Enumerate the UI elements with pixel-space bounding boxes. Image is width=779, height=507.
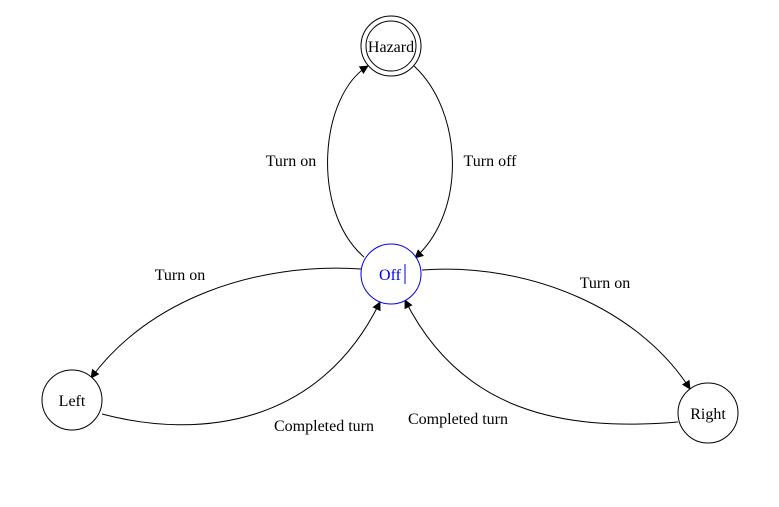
state-off-circle[interactable] <box>360 243 422 305</box>
edge-off-to-left-path[interactable] <box>90 267 362 379</box>
edge-off-to-right-path[interactable] <box>421 268 691 390</box>
edge-label-right-to-off[interactable]: Completed turn <box>408 411 508 428</box>
state-off-label[interactable]: Off <box>379 267 402 284</box>
edge-label-left-to-off[interactable]: Completed turn <box>274 418 374 435</box>
edge-hazard-to-off-path[interactable] <box>413 65 453 259</box>
state-off[interactable]: Off <box>360 243 422 305</box>
edge-off-to-hazard-path[interactable] <box>327 65 369 258</box>
state-right-label: Right <box>690 406 726 423</box>
transition-off-to-right[interactable]: Turn on <box>421 268 691 390</box>
transition-hazard-to-off[interactable]: Turn off <box>413 65 518 259</box>
edge-label-off-to-hazard[interactable]: Turn on <box>266 153 317 170</box>
state-left[interactable]: Left <box>41 369 103 431</box>
state-hazard-inner-ring[interactable] <box>365 20 417 72</box>
transition-left-to-off[interactable]: Completed turn <box>101 301 381 435</box>
edge-right-to-off-path[interactable] <box>404 299 679 425</box>
edge-label-hazard-to-off[interactable]: Turn off <box>464 153 518 170</box>
state-left-circle[interactable] <box>41 369 103 431</box>
edge-left-to-off-path[interactable] <box>101 301 381 426</box>
state-left-label: Left <box>59 393 86 410</box>
state-right[interactable]: Right <box>677 382 739 444</box>
transition-right-to-off[interactable]: Completed turn <box>404 299 679 428</box>
state-right-circle[interactable] <box>677 382 739 444</box>
edge-label-off-to-left[interactable]: Turn on <box>155 267 206 284</box>
transition-off-to-left[interactable]: Turn on <box>90 267 362 379</box>
state-hazard-label: Hazard <box>368 39 414 56</box>
edge-label-off-to-right[interactable]: Turn on <box>580 275 631 292</box>
transition-off-to-hazard[interactable]: Turn on <box>266 65 369 258</box>
state-hazard[interactable]: Hazard <box>360 15 422 77</box>
